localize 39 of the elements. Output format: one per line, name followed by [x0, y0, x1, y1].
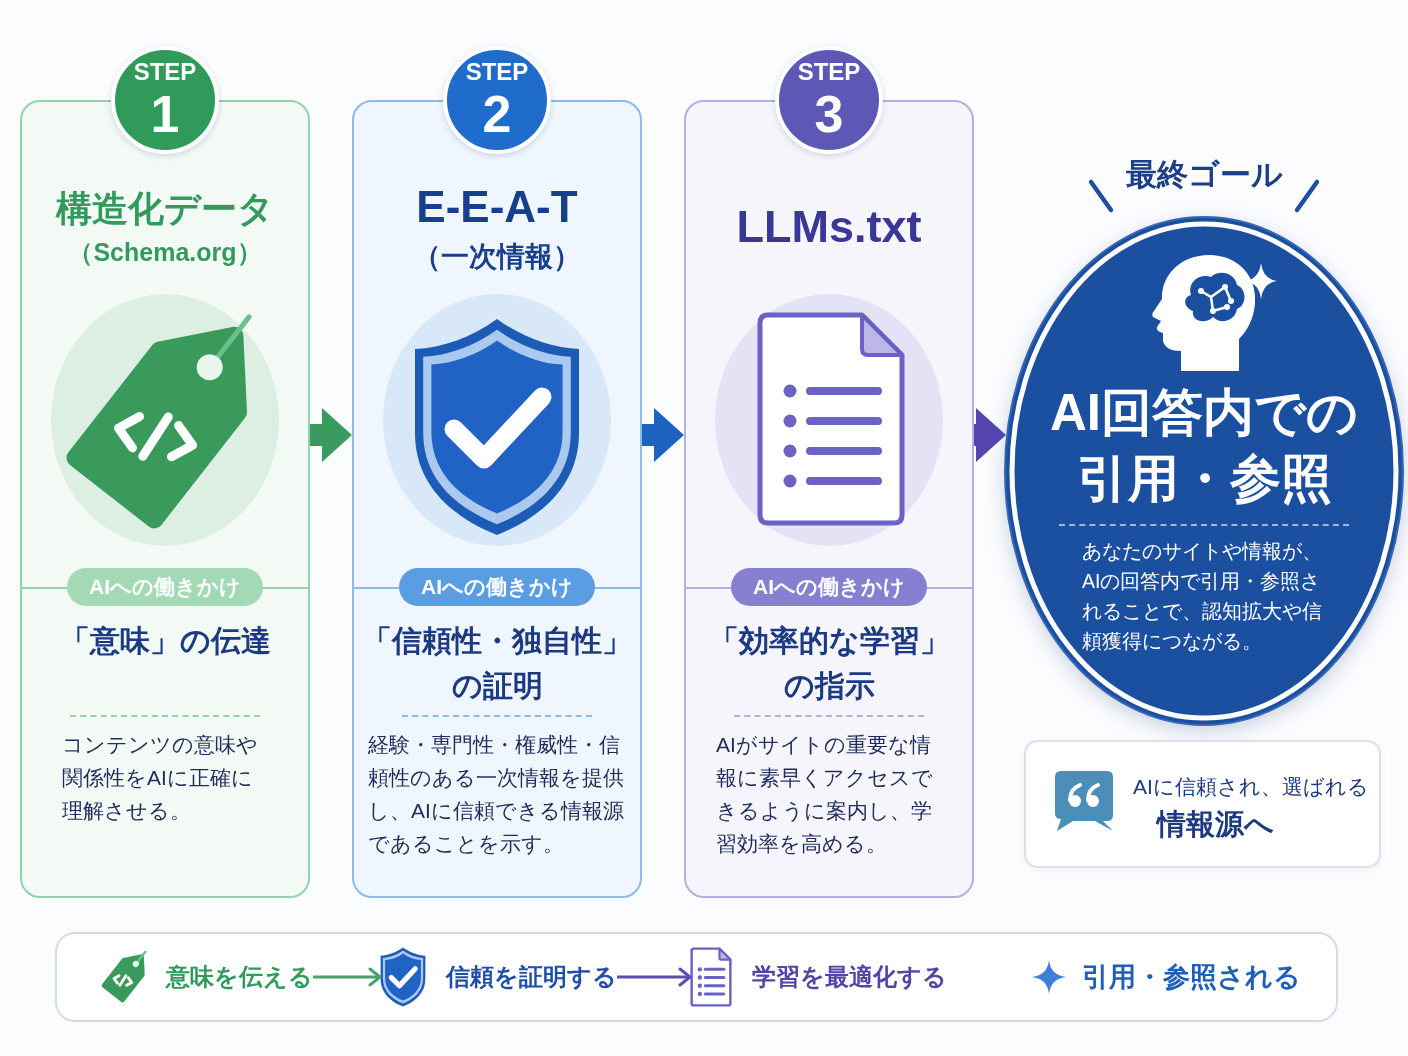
step-label: STEP [133, 60, 197, 84]
summary-text: 学習を最適化する [752, 962, 947, 992]
description-text: 経験・専門性・権威性・信頼性のある一次情報を提供し、AIに信頼できる情報源であることを示す。 [368, 732, 625, 857]
arrow [313, 967, 382, 987]
section-heading: 「効率的な学習」の指示 [707, 623, 951, 704]
step-badge [111, 46, 219, 154]
quote-emphasis: 情報源へ [1157, 807, 1274, 842]
card-title: E-E-A-T [416, 180, 578, 233]
step-number: 3 [814, 88, 844, 140]
section-heading: 「意味」の伝達 [59, 623, 271, 659]
card-title: LLMs.txt [736, 200, 922, 254]
summary-text: 意味を伝える [166, 962, 313, 992]
quote-text: AIに信頼され、選ばれる [1133, 774, 1369, 800]
step-number: 1 [150, 88, 180, 140]
goal-title: AI回答内での引用・参照 [1049, 383, 1359, 509]
step-badge [775, 46, 883, 154]
step-badge [443, 46, 551, 154]
description-text: AIがサイトの重要な情報に素早くアクセスできるように案内し、学習効率を高める。 [716, 732, 934, 857]
goal-heading: 最終ゴール [1125, 156, 1283, 194]
category-tag: AIへの働きかけ [67, 568, 263, 606]
category-tag: AIへの働きかけ [399, 568, 595, 606]
description-text: コンテンツの意味や関係性をAIに正確に理解させる。 [62, 732, 259, 824]
block-arrow [974, 408, 1006, 462]
category-tag: AIへの働きかけ [731, 568, 927, 606]
goal-description: あなたのサイトや情報が、AIの回答内で引用・参照されることで、認知拡大や信頼獲得につながる。 [1082, 539, 1323, 654]
step-number: 2 [482, 88, 512, 140]
summary-text: 引用・参照される [1082, 960, 1301, 994]
card-subtitle: （一次情報） [413, 239, 581, 274]
card-subtitle: （Schema.org） [68, 236, 262, 267]
step-label: STEP [797, 60, 861, 84]
summary-text: 信頼を証明する [446, 962, 617, 992]
section-heading: 「信頼性・独自性」の証明 [361, 623, 633, 704]
step-label: STEP [465, 60, 529, 84]
quote-card [1024, 740, 1381, 868]
card-title: 構造化データ [56, 187, 274, 231]
block-arrow [642, 408, 684, 462]
arrow [617, 967, 692, 987]
summary-bar [55, 932, 1338, 1022]
block-arrow [310, 408, 352, 462]
